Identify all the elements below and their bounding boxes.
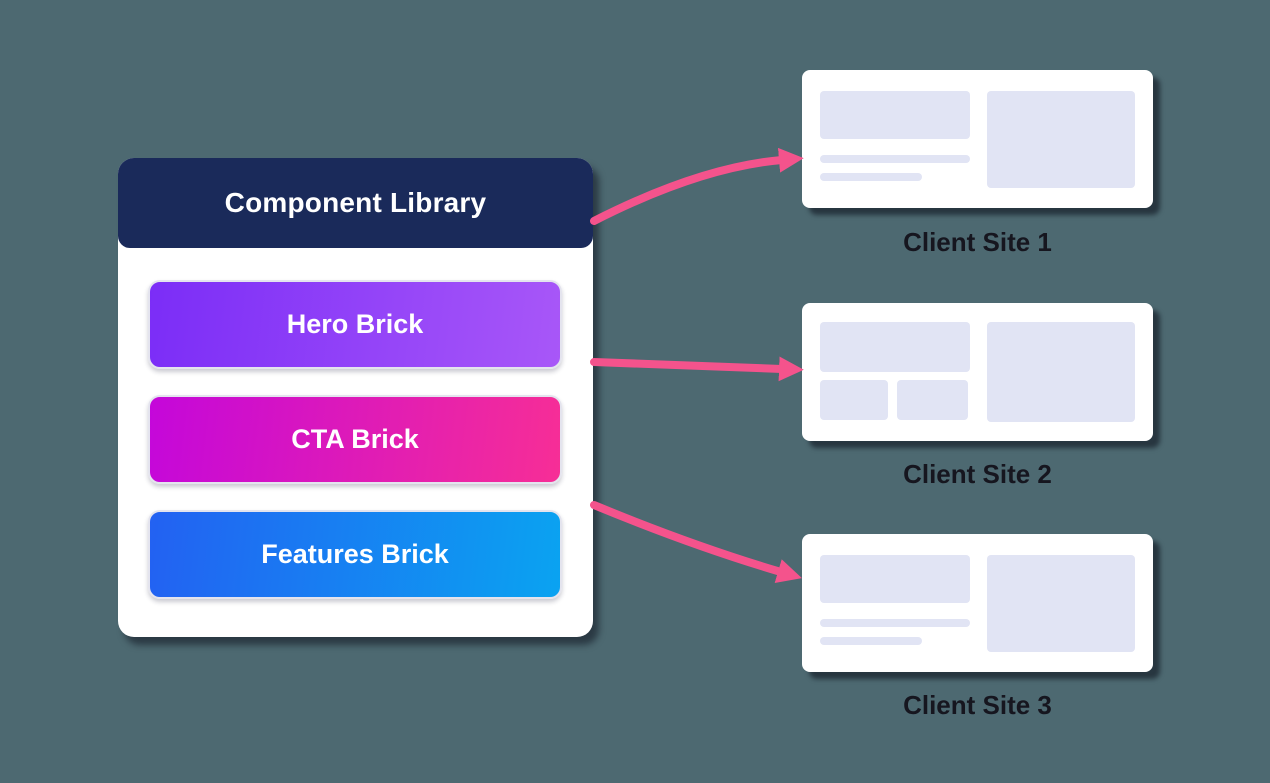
wireframe-hero-block — [820, 555, 970, 603]
wireframe-text-bar-short — [820, 173, 922, 181]
arrow-to-client-site-1 — [590, 147, 804, 225]
wireframe-tile-row — [820, 380, 970, 420]
wireframe-text-column — [820, 322, 970, 421]
hero-brick: Hero Brick — [148, 280, 562, 369]
wireframe-text-bar-short — [820, 637, 922, 645]
wireframe-text-bar — [820, 619, 970, 627]
hero-brick-label: Hero Brick — [286, 309, 424, 339]
client-site-3-label: Client Site 3 — [903, 690, 1052, 720]
wireframe-media-block — [987, 322, 1135, 422]
cta-brick: CTA Brick — [148, 395, 562, 484]
wireframe-tile-block — [897, 380, 968, 420]
arrow-to-client-site-2 — [590, 356, 804, 382]
client-site-2-label: Client Site 2 — [903, 459, 1052, 489]
wireframe-media-block — [987, 555, 1135, 652]
brick-stack: Hero Brick CTA Brick Features Brick — [148, 280, 562, 599]
features-brick-label: Features Brick — [261, 539, 449, 569]
wireframe-hero-block — [820, 322, 970, 372]
client-site-1-card — [802, 70, 1153, 208]
component-library-header: Component Library — [118, 158, 593, 248]
wireframe-tile-block — [820, 380, 888, 420]
wireframe-text-bar — [820, 155, 970, 163]
wireframe-media-block — [987, 91, 1135, 188]
features-brick: Features Brick — [148, 510, 562, 599]
wireframe-text-column — [820, 91, 970, 188]
cta-brick-label: CTA Brick — [291, 424, 419, 454]
client-site-1-label: Client Site 1 — [903, 227, 1052, 257]
client-site-2-card — [802, 303, 1153, 441]
component-library-panel: Component Library Hero Brick CTA Brick F… — [118, 158, 593, 637]
wireframe-hero-block — [820, 91, 970, 139]
wireframe-text-column — [820, 555, 970, 652]
component-library-title: Component Library — [224, 187, 487, 218]
client-site-3-card — [802, 534, 1153, 672]
arrow-to-client-site-3 — [590, 501, 802, 584]
